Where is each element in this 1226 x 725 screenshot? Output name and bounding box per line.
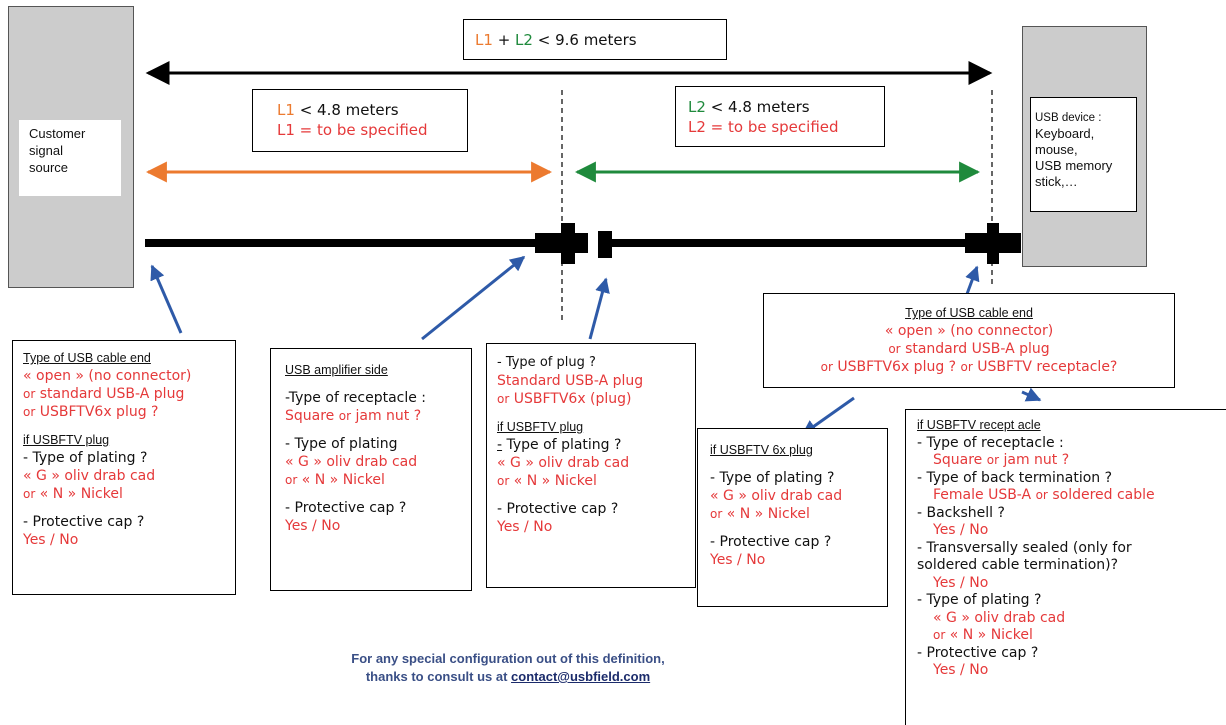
usbftv-receptacle-box: if USBFTV recept acle - Type of receptac…	[905, 409, 1226, 725]
arrow-to-plug	[588, 277, 610, 340]
cable-l2	[612, 239, 965, 247]
source-opt-usbftv6x: USBFTV6x plug ?	[39, 404, 159, 420]
arrow-to-device-end	[965, 265, 980, 295]
arrow-to-amplifier-side	[421, 255, 526, 341]
plug-if-usbftv-title: if USBFTV plug	[497, 420, 584, 434]
arrow-to-receptacle	[1021, 387, 1042, 402]
total-limit: < 9.6 meters	[537, 31, 637, 49]
amplifier-side-title: USB amplifier side	[285, 363, 388, 377]
footer-line-2: thanks to consult us at	[365, 669, 508, 684]
l2-spec: L2 = to be specified	[688, 118, 839, 136]
usbftv-6x-title: if USBFTV 6x plug	[710, 443, 813, 457]
device-connector-body	[965, 233, 987, 253]
total-length-box: L1 + L2 < 9.6 meters	[463, 19, 727, 60]
device-connector-tip	[999, 233, 1021, 253]
amplifier-side-box: USB amplifier side -Type of receptacle :…	[270, 348, 472, 591]
source-cable-end-title: Type of USB cable end	[23, 351, 151, 365]
source-cable-end-box: Type of USB cable end « open » (no conne…	[12, 340, 236, 595]
cable-l1	[145, 239, 537, 247]
device-cable-end-title: Type of USB cable end	[905, 306, 1033, 320]
plug-type-box: - Type of plug ? Standard USB-A plug or …	[486, 343, 696, 588]
l1-label: L1	[277, 101, 295, 119]
arrow-to-source-end	[150, 264, 183, 334]
l2-label: L2	[688, 98, 706, 116]
l1-spec: L1 = to be specified	[277, 121, 428, 139]
footer-line-1: For any special configuration out of thi…	[351, 651, 665, 666]
l1-tag: L1	[475, 31, 493, 49]
l2-limit: < 4.8 meters	[710, 98, 810, 116]
source-if-usbftv-title: if USBFTV plug	[23, 433, 110, 447]
amplifier-connector-body	[535, 233, 561, 253]
plug-connector	[598, 231, 612, 258]
device-connector-flange	[987, 223, 999, 264]
signal-source-label: Customer signal source	[19, 120, 121, 196]
l2-box: L2 < 4.8 meters L2 = to be specified	[675, 86, 885, 147]
plus-sign: +	[497, 31, 511, 49]
amplifier-connector-tip	[575, 233, 588, 253]
l1-box: L1 < 4.8 meters L1 = to be specified	[252, 89, 468, 152]
usb-device-label: USB device : Keyboard, mouse, USB memory…	[1030, 97, 1137, 212]
usbftv-6x-plug-box: if USBFTV 6x plug - Type of plating ? « …	[697, 428, 888, 607]
l1-limit: < 4.8 meters	[299, 101, 399, 119]
footer-note: For any special configuration out of thi…	[318, 650, 698, 686]
l2-tag: L2	[515, 31, 533, 49]
device-cable-end-box: Type of USB cable end « open » (no conne…	[763, 293, 1175, 388]
source-opt-open: « open » (no connector)	[23, 368, 192, 384]
source-opt-usba: standard USB-A plug	[39, 386, 185, 402]
amplifier-connector-flange	[561, 223, 575, 264]
contact-email-link[interactable]: contact@usbfield.com	[511, 669, 651, 684]
usbftv-receptacle-title: if USBFTV recept acle	[917, 418, 1041, 432]
